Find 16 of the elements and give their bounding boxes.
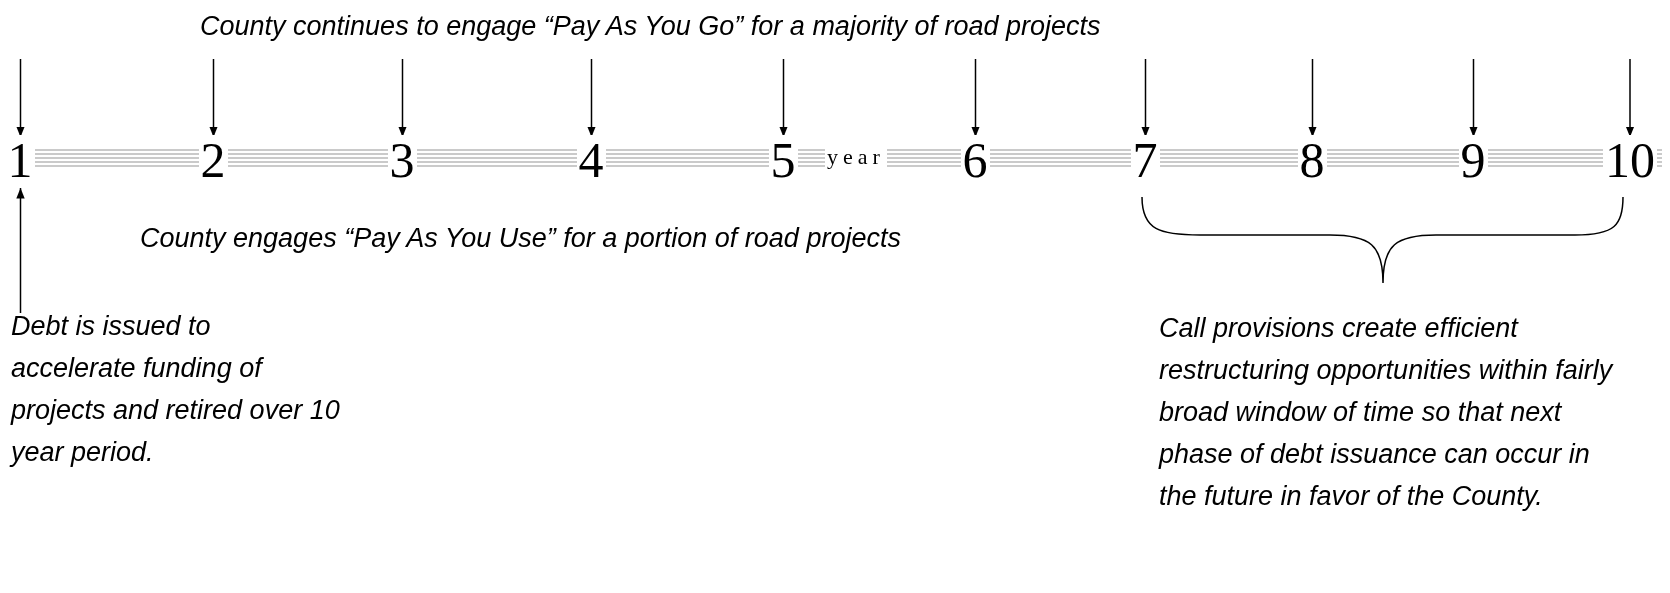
arrow xyxy=(1625,58,1635,138)
arrow xyxy=(1308,58,1317,138)
arrow xyxy=(209,58,218,138)
arrow xyxy=(16,58,25,138)
axis-label: year xyxy=(825,146,887,168)
arrow xyxy=(587,58,596,138)
arrow xyxy=(779,58,788,138)
arrow xyxy=(971,58,980,138)
arrow xyxy=(1141,58,1150,138)
annotation-text: Call provisions create efficient restructuring opportunities within fairly broad window of time so that next phase of debt issuance can occur in the future in favor of the County. xyxy=(1159,312,1615,513)
arrow xyxy=(1469,58,1478,138)
annotation-text: Debt is issued to accelerate funding of projects and retired over 10 year period. xyxy=(11,305,341,473)
heading-note: County continues to engage “Pay As You Go” for a majority of road projects xyxy=(200,10,1101,43)
arrow xyxy=(398,58,407,138)
note-text: County engages “Pay As You Use” for a portion of road projects xyxy=(140,222,901,255)
arrow xyxy=(16,187,25,314)
